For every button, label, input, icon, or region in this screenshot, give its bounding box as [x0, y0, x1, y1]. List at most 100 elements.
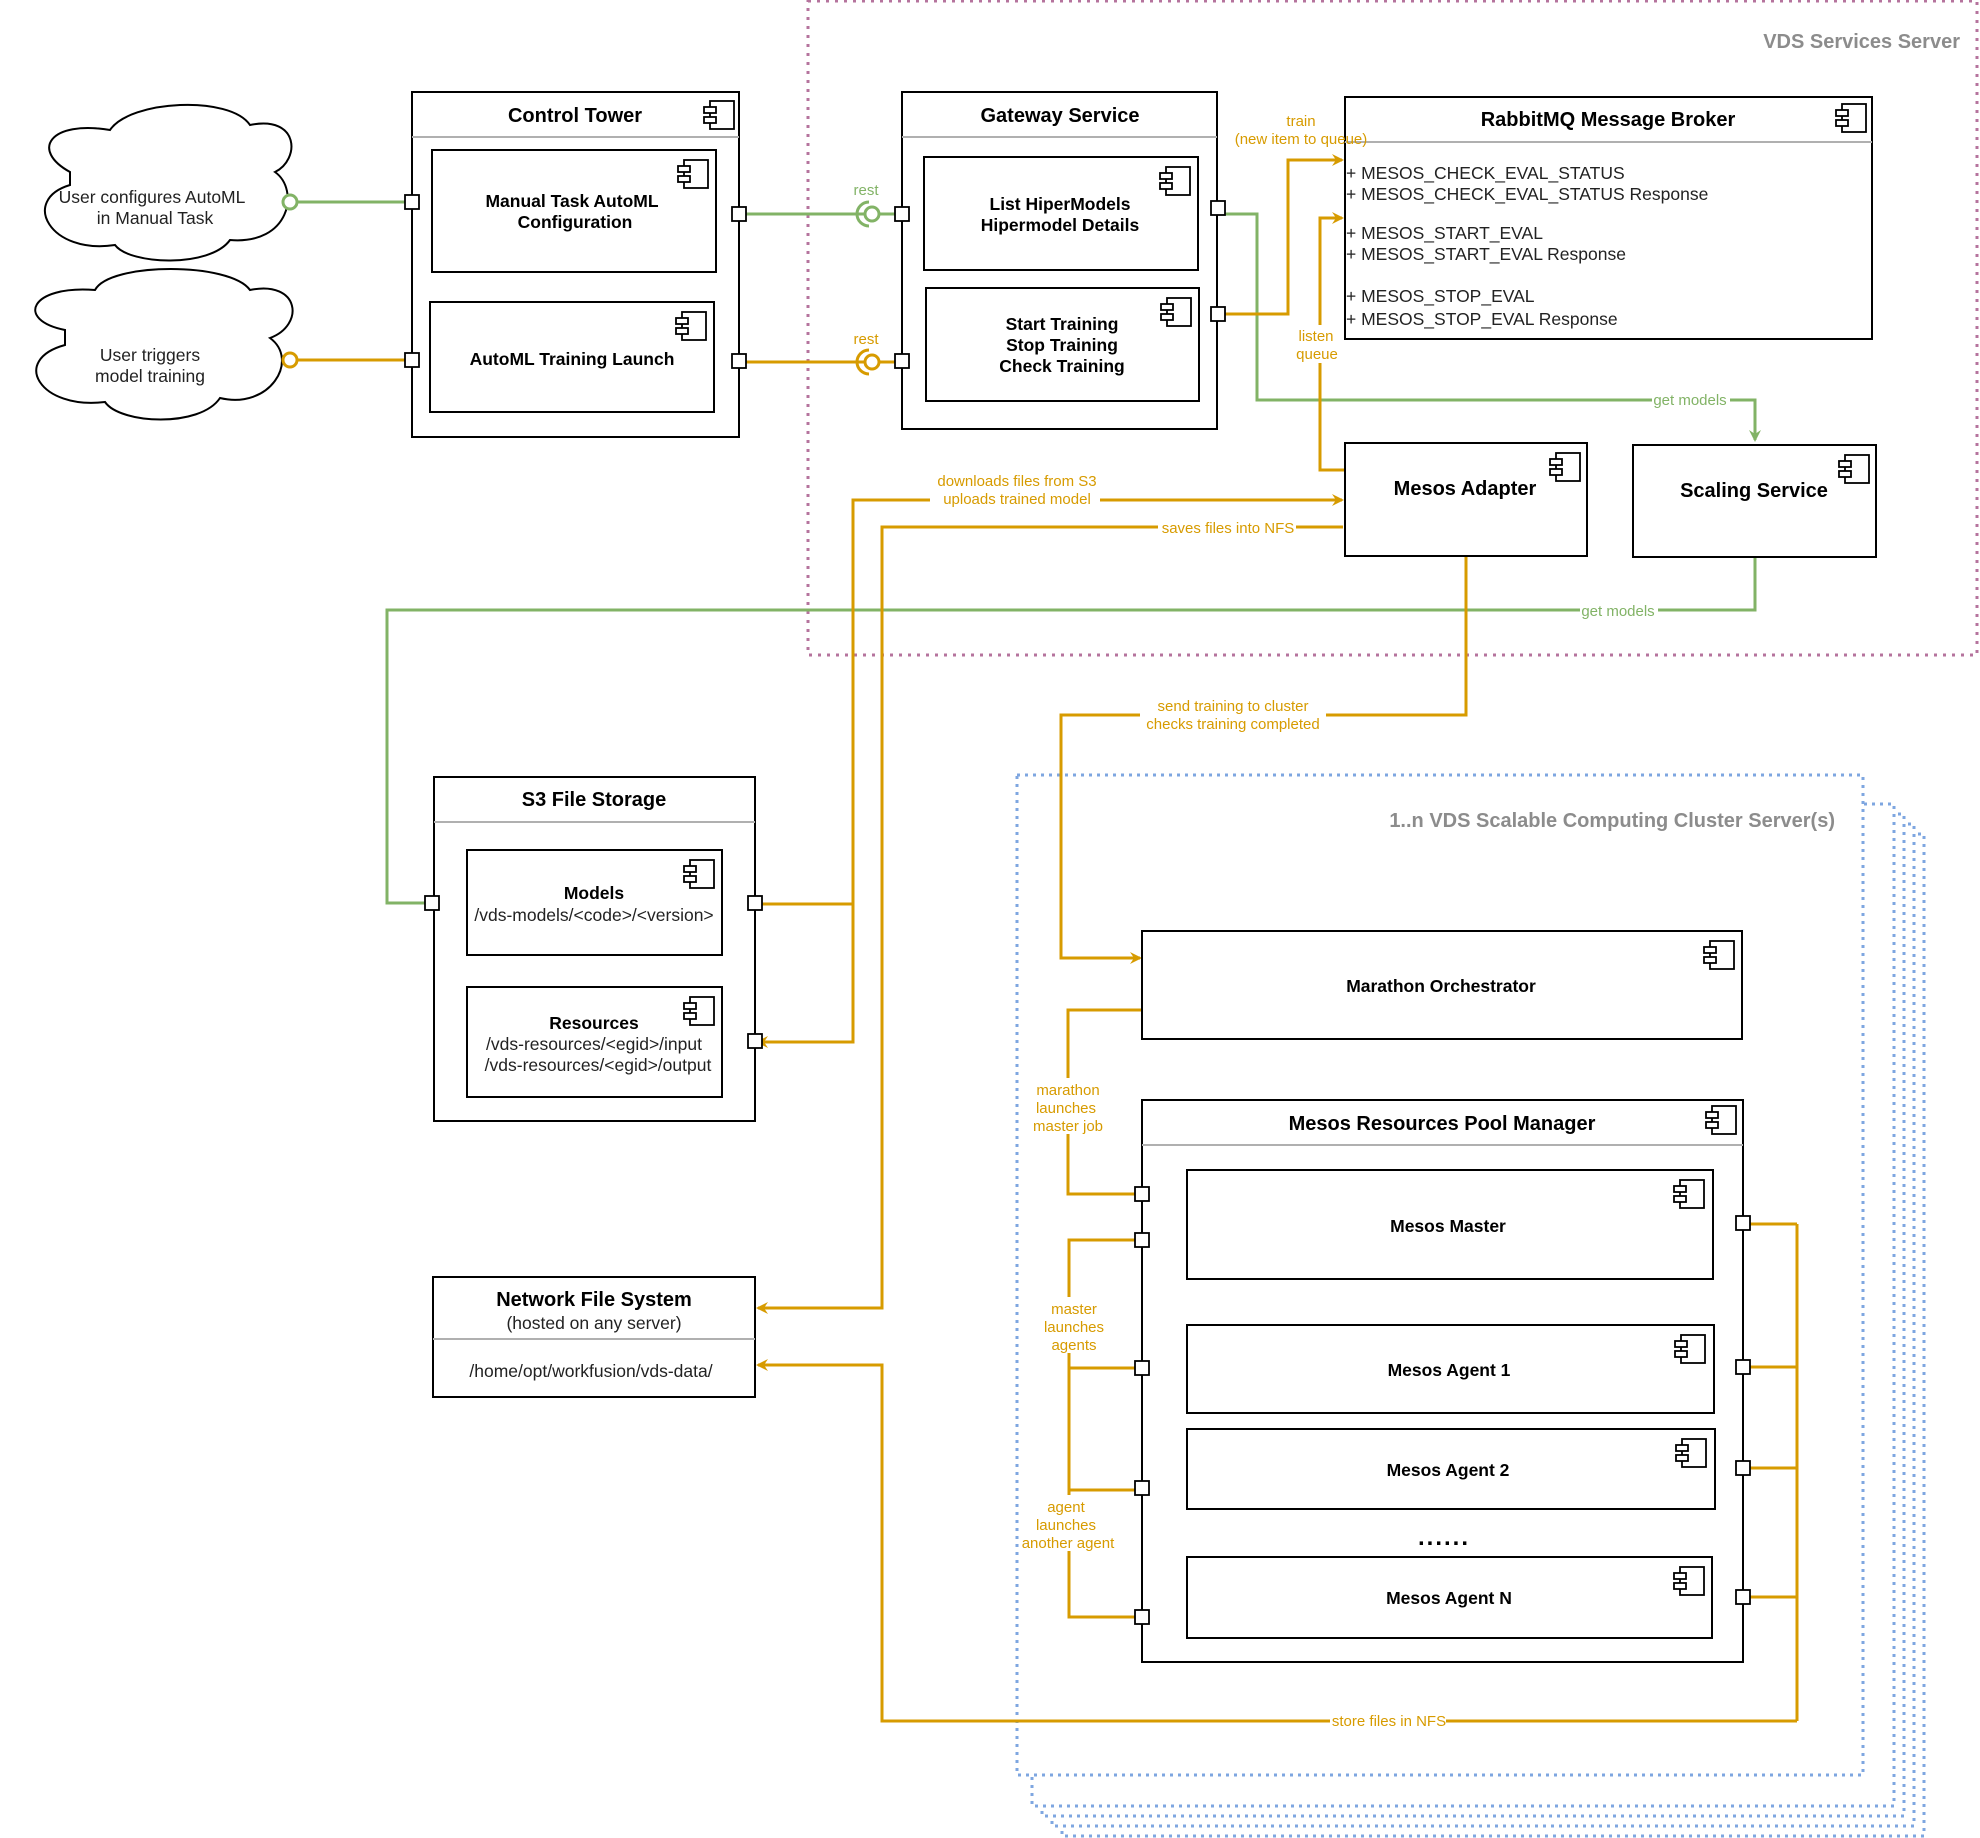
gateway-service: Gateway Service List HiperModels Hipermo… — [901, 91, 1218, 430]
manual-task-config: Manual Task AutoML Configuration — [431, 149, 717, 273]
actor-configure-line-2: in Manual Task — [97, 208, 214, 228]
actor-configure-line-1: User configures AutoML — [59, 187, 246, 207]
port — [894, 353, 910, 369]
queue-message: + MESOS_STOP_EVAL Response — [1346, 309, 1618, 330]
agents-ellipsis: ...... — [1418, 1524, 1470, 1551]
mesos-agent-2-title: Mesos Agent 2 — [1387, 1460, 1510, 1480]
edge-adapter-to-s3-resources — [756, 904, 855, 1048]
port — [1134, 1480, 1150, 1496]
s3-resources: Resources /vds-resources/<egid>/input /v… — [466, 986, 723, 1098]
label-rest-green: rest — [853, 182, 879, 199]
label-agent: agent — [1047, 1499, 1085, 1516]
s3-title: S3 File Storage — [522, 789, 667, 811]
edge-labels: rest rest train (new item to queue) list… — [853, 113, 1730, 1730]
port — [404, 352, 420, 368]
edge-gateway-get-models — [1218, 212, 1761, 442]
label-agents: agents — [1051, 1337, 1096, 1354]
gateway-models-line-2: Hipermodel Details — [981, 215, 1140, 235]
queue-message: + MESOS_CHECK_EVAL_STATUS — [1346, 163, 1625, 184]
label-checks-training: checks training completed — [1146, 716, 1319, 733]
mesos-agent-1-title: Mesos Agent 1 — [1388, 1360, 1511, 1380]
actor-trigger-training: User triggers model training — [34, 268, 294, 421]
mesos-agent-1: Mesos Agent 1 — [1186, 1324, 1715, 1414]
label-downloads: downloads files from S3 — [937, 473, 1096, 490]
mesos-agent-n-title: Mesos Agent N — [1386, 1588, 1512, 1608]
component-icon — [1835, 103, 1867, 133]
port — [1210, 306, 1226, 322]
control-tower-title: Control Tower — [508, 105, 642, 127]
port — [1134, 1232, 1150, 1248]
control-tower: Control Tower Manual Task AutoML Configu… — [411, 91, 740, 438]
list-hipermodels: List HiperModels Hipermodel Details — [923, 156, 1199, 271]
component-icon — [1160, 297, 1192, 327]
rest-socket-orange — [855, 348, 870, 376]
rabbitmq-title: RabbitMQ Message Broker — [1481, 109, 1736, 131]
s3-resources-input: /vds-resources/<egid>/input — [486, 1034, 702, 1054]
marathon-orchestrator: Marathon Orchestrator — [1141, 930, 1743, 1040]
label-agent-launches: launches — [1036, 1517, 1096, 1534]
s3-file-storage: S3 File Storage Models /vds-models/<code… — [433, 776, 756, 1122]
queue-message: + MESOS_START_EVAL — [1346, 223, 1543, 244]
s3-resources-output: /vds-resources/<egid>/output — [485, 1055, 712, 1075]
label-launches: launches — [1036, 1100, 1096, 1117]
port — [731, 206, 747, 222]
nfs-subtitle: (hosted on any server) — [506, 1313, 681, 1333]
port — [1210, 200, 1226, 216]
port — [1134, 1186, 1150, 1202]
gateway-models-line-1: List HiperModels — [990, 194, 1131, 214]
queue-message: + MESOS_START_EVAL Response — [1346, 244, 1626, 265]
s3-models: Models /vds-models/<code>/<version> — [466, 849, 723, 956]
gateway-training-line-2: Stop Training — [1006, 335, 1118, 355]
port — [731, 353, 747, 369]
label-master-launches: launches — [1044, 1319, 1104, 1336]
scaling-service-title: Scaling Service — [1680, 480, 1828, 502]
label-saves-nfs: saves files into NFS — [1162, 520, 1295, 537]
port — [1735, 1460, 1751, 1476]
actor-trigger-line-1: User triggers — [100, 345, 200, 365]
component-icon — [677, 159, 709, 189]
edge-adapter-to-marathon — [1059, 557, 1468, 964]
services-server-label: VDS Services Server — [1763, 31, 1960, 53]
mesos-adapter: Mesos Adapter — [1344, 442, 1588, 557]
port — [1735, 1359, 1751, 1375]
gateway-title: Gateway Service — [981, 105, 1140, 127]
component-icon — [703, 100, 735, 130]
queue-message: + MESOS_CHECK_EVAL_STATUS Response — [1346, 184, 1708, 205]
component-icon — [1549, 452, 1581, 482]
mesos-agent-n: Mesos Agent N — [1186, 1556, 1713, 1639]
port — [1735, 1589, 1751, 1605]
port — [424, 895, 440, 911]
marathon-title: Marathon Orchestrator — [1346, 976, 1536, 996]
component-icon — [1705, 1105, 1737, 1135]
mesos-adapter-title: Mesos Adapter — [1394, 478, 1537, 500]
rabbitmq-broker: RabbitMQ Message Broker + MESOS_CHECK_EV… — [1344, 96, 1873, 340]
label-listen: listen — [1298, 328, 1333, 345]
manual-task-line-1: Manual Task AutoML — [485, 191, 658, 211]
cluster-server-label: 1..n VDS Scalable Computing Cluster Serv… — [1389, 810, 1835, 832]
scaling-service: Scaling Service — [1632, 444, 1877, 558]
component-icon — [1703, 940, 1735, 970]
component-icon — [1159, 166, 1191, 196]
nfs-path: /home/opt/workfusion/vds-data/ — [469, 1361, 712, 1381]
actor-configure-automl: User configures AutoML in Manual Task — [43, 103, 293, 262]
component-icon — [675, 311, 707, 341]
component-icon — [1838, 454, 1870, 484]
edge-configure-endpoint — [281, 193, 299, 211]
gateway-training-line-3: Check Training — [999, 356, 1124, 376]
edge-train-to-queue — [1218, 154, 1344, 316]
pool-manager-title: Mesos Resources Pool Manager — [1289, 1113, 1596, 1135]
label-uploads: uploads trained model — [943, 491, 1091, 508]
actor-trigger-line-2: model training — [95, 366, 205, 386]
component-icon — [1675, 1438, 1707, 1468]
component-icon — [683, 996, 715, 1026]
component-icon — [683, 859, 715, 889]
port — [404, 194, 420, 210]
training-launch-label: AutoML Training Launch — [470, 349, 675, 369]
mesos-pool-manager: Mesos Resources Pool Manager Mesos Maste… — [1141, 1099, 1744, 1663]
label-master: master — [1051, 1301, 1097, 1318]
label-get-models-2: get models — [1581, 603, 1654, 620]
mesos-master-title: Mesos Master — [1390, 1216, 1506, 1236]
component-icon — [1674, 1334, 1706, 1364]
queue-message: + MESOS_STOP_EVAL — [1346, 286, 1535, 307]
label-queue: queue — [1296, 346, 1338, 363]
